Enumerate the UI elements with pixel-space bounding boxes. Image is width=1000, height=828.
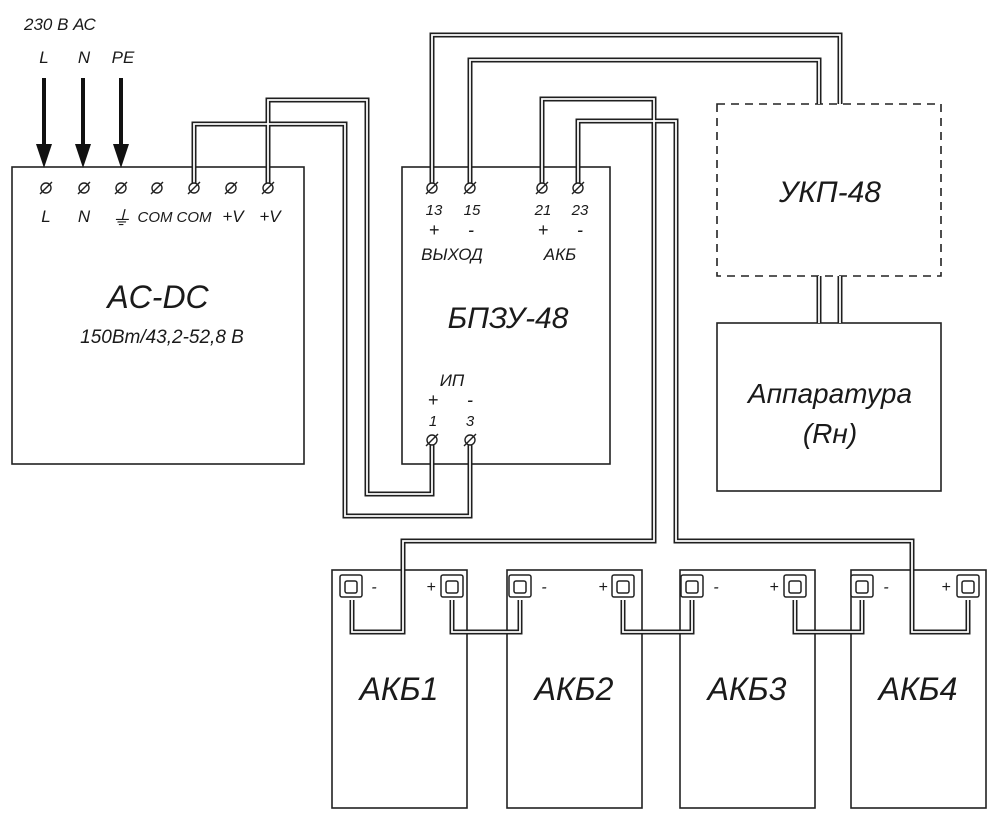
supply-phase-label: L — [39, 48, 48, 67]
terminal-icon — [224, 181, 238, 195]
acdc-terminal-plusv-1: +V — [222, 207, 245, 226]
battery-2-box — [506, 569, 643, 809]
battery-4-plus: + — [941, 579, 950, 596]
battery-clamp-icon — [339, 574, 363, 598]
charger-out-number-15: 15 — [464, 202, 481, 219]
arrow-pe-icon — [113, 144, 129, 168]
terminal-icon — [39, 181, 53, 195]
terminal-icon — [261, 181, 275, 195]
load-title: Аппаратура — [746, 378, 912, 409]
supply-voltage-label: 230 В АС — [23, 15, 97, 34]
acdc-terminal-ground: ⏚ — [111, 208, 131, 230]
charger-out-label: ВЫХОД — [421, 245, 483, 264]
acdc-terminal-l: L — [41, 207, 50, 226]
charger-out-number-13: 13 — [426, 202, 443, 219]
battery-4-minus: - — [883, 579, 888, 596]
battery-3-minus: - — [713, 579, 718, 596]
battery-1-plus: + — [426, 579, 435, 596]
battery-clamp-icon — [440, 574, 464, 598]
acdc-title: AC-DC — [105, 279, 209, 315]
arrow-l-icon — [36, 144, 52, 168]
acdc-box — [11, 166, 305, 465]
terminal-icon — [535, 181, 549, 195]
battery-1-minus: - — [371, 579, 376, 596]
charger-out-polarity-plus: + — [429, 220, 440, 240]
battery-4-box — [850, 569, 987, 809]
terminal-icon — [187, 181, 201, 195]
terminal-icon — [425, 433, 439, 447]
battery-2-name: АКБ2 — [533, 671, 614, 707]
terminal-icon — [150, 181, 164, 195]
charger-in-number-1: 1 — [429, 413, 437, 430]
acdc-terminal-plusv-2: +V — [259, 207, 282, 226]
charger-bat-polarity-plus: + — [538, 220, 549, 240]
charger-bat-label: АКБ — [543, 245, 576, 264]
charger-in-number-3: 3 — [466, 413, 475, 430]
supply-arrows — [36, 78, 129, 168]
battery-clamp-icon — [850, 574, 874, 598]
ukp-box — [716, 103, 942, 277]
charger-in-polarity-minus: - — [467, 390, 473, 410]
battery-clamp-icon — [783, 574, 807, 598]
charger-bat-polarity-minus: - — [577, 220, 583, 240]
battery-2-plus: + — [598, 579, 607, 596]
battery-clamp-icon — [508, 574, 532, 598]
acdc-terminal-n: N — [78, 207, 91, 226]
load-box — [716, 322, 942, 492]
battery-4-name: АКБ4 — [877, 671, 958, 707]
battery-2-minus: - — [541, 579, 546, 596]
battery-clamp-icon — [956, 574, 980, 598]
acdc-subtitle: 150Вт/43,2-52,8 В — [80, 327, 244, 348]
acdc-terminal-com-2: COM — [177, 209, 213, 226]
load-subtitle: (Rн) — [803, 418, 857, 449]
charger-out-number-21: 21 — [534, 202, 552, 219]
terminal-icon — [463, 181, 477, 195]
ukp-title: УКП-48 — [778, 176, 881, 209]
supply-earth-label: PE — [112, 48, 135, 67]
terminal-icon — [77, 181, 91, 195]
battery-clamps — [339, 574, 980, 598]
battery-clamp-icon — [680, 574, 704, 598]
charger-title: БПЗУ-48 — [448, 302, 569, 335]
battery-3-plus: + — [769, 579, 778, 596]
terminal-icon — [571, 181, 585, 195]
charger-box — [401, 166, 611, 465]
wires-inner — [193, 34, 969, 633]
terminal-icon — [463, 433, 477, 447]
charger-out-number-23: 23 — [571, 202, 589, 219]
battery-3-name: АКБ3 — [706, 671, 787, 707]
arrow-n-icon — [75, 144, 91, 168]
terminal-icon — [425, 181, 439, 195]
supply-neutral-label: N — [78, 48, 91, 67]
acdc-terminal-com-1: COM — [138, 209, 174, 226]
charger-out-polarity-minus: - — [468, 220, 474, 240]
charger-in-polarity-plus: + — [428, 390, 439, 410]
battery-1-name: АКБ1 — [358, 671, 439, 707]
charger-in-label: ИП — [440, 371, 465, 390]
terminal-icon — [114, 181, 128, 195]
battery-clamp-icon — [611, 574, 635, 598]
terminals — [39, 181, 585, 447]
